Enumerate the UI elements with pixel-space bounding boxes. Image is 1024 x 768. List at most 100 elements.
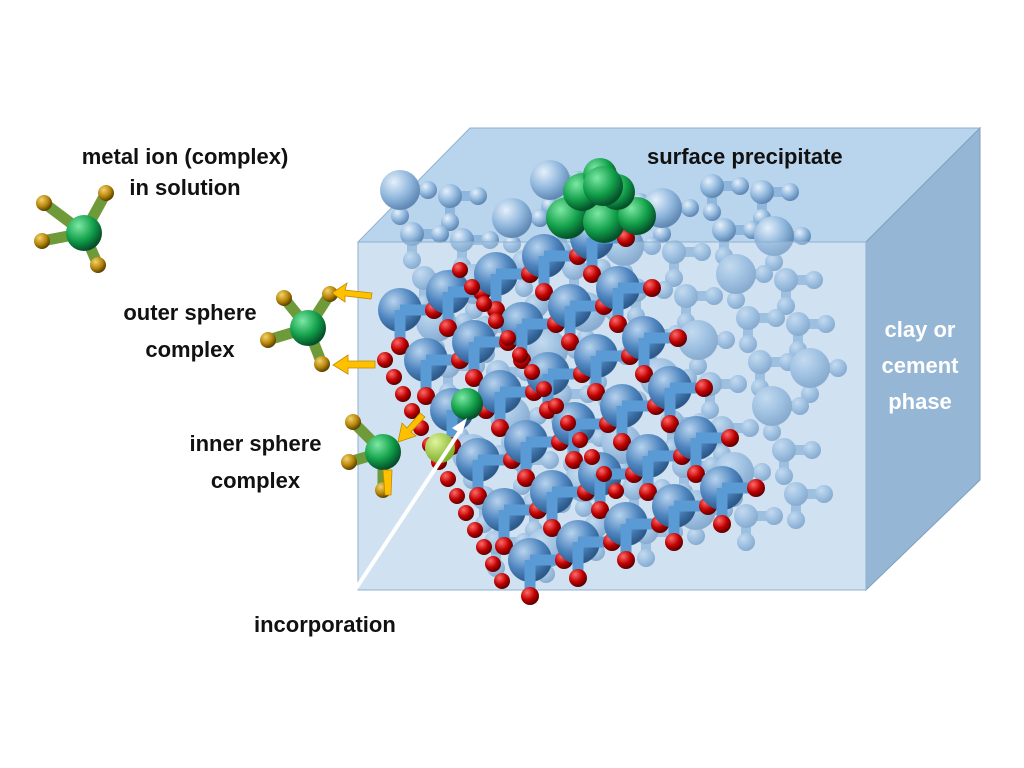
label-line: phase [888,389,952,414]
precipitate-atom [583,201,625,243]
oxygen-atom [643,279,661,297]
oxygen-atom [536,381,552,397]
oxygen-atom [440,471,456,487]
oxygen-atom [531,209,549,227]
oxygen-atom [535,283,553,301]
inner-sphere-arrow-1 [397,412,426,443]
oxygen-atom [703,203,721,221]
oxygen-atom [713,515,731,533]
incorporation-label: incorporation [254,612,396,637]
oxygen-atom [476,296,492,312]
ligand-atom [34,233,50,249]
ligand-atom [322,286,338,302]
ligand-atom [341,454,357,470]
oxygen-atom [584,449,600,465]
oxygen-atom [665,533,683,551]
ligand-atom [36,195,52,211]
phase-label: clay or cement phase [860,312,980,420]
incorporated-metal-atom [451,388,483,420]
oxygen-atom [653,225,671,243]
lattice-atom [492,198,532,238]
label-line: inner sphere [189,431,322,456]
metal-ion-atom [290,310,326,346]
oxygen-atom [608,483,624,499]
label-line: complex [210,468,301,493]
oxygen-atom [431,225,449,243]
oxygen-atom [793,227,811,245]
lattice-atom [380,170,420,210]
oxygen-atom [512,347,528,363]
metal-ion-atom [365,434,401,470]
oxygen-atom [572,432,588,448]
lattice-atom [750,180,774,204]
oxygen-atom [517,469,535,487]
oxygen-atom [377,352,393,368]
lattice-atom [400,222,424,246]
surface-precipitate-cluster [546,158,656,243]
precipitate-atom [583,166,623,206]
lattice-atom [438,184,462,208]
oxygen-atom [639,483,657,501]
oxygen-atom [476,539,492,555]
label-line: cement [881,353,959,378]
oxygen-atom [467,522,483,538]
oxygen-atom [441,213,459,231]
oxygen-atom [469,187,487,205]
oxygen-atom [391,337,409,355]
oxygen-atom [465,369,483,387]
metal-ion-label: metal ion (complex) in solution [60,141,310,203]
oxygen-atom [747,479,765,497]
inner-sphere-label: inner sphere complex [168,428,343,496]
oxygen-atom [417,387,435,405]
oxygen-atom [524,364,540,380]
inner-sphere-binding-site [425,433,455,463]
oxygen-atom [569,569,587,587]
oxygen-atom [386,369,402,385]
oxygen-atom [583,265,601,283]
oxygen-atom [485,556,501,572]
oxygen-atom [521,587,539,605]
oxygen-atom [560,415,576,431]
oxygen-atom [439,319,457,337]
lattice-atom [530,160,570,200]
label-line: metal ion (complex) [81,144,289,169]
label-line: outer sphere [123,300,257,325]
oxygen-atom [721,429,739,447]
label-line: in solution [129,175,241,200]
oxygen-atom [565,451,583,469]
outer-sphere-arrow-2 [332,354,376,375]
inner-sphere-arrow-2 [382,469,393,496]
surface-precipitate-label: surface precipitate [647,144,843,169]
oxygen-atom [491,419,509,437]
incorporation-arrow [353,426,464,592]
oxygen-atom [617,551,635,569]
oxygen-atom [419,181,437,199]
oxygen-atom [391,207,409,225]
inner-sphere-complex [341,414,401,498]
ligand-atom [345,414,361,430]
oxygen-atom [404,403,420,419]
oxygen-atom [613,433,631,451]
oxygen-atom [669,329,687,347]
oxygen-atom [494,573,510,589]
surface-oxygen-lattice [377,216,765,605]
oxygen-atom [661,415,679,433]
oxygen-atom [458,505,474,521]
oxygen-atom [488,313,504,329]
oxygen-atom [587,383,605,401]
lattice-atom [712,218,736,242]
metal-ion-atom [66,215,102,251]
oxygen-atom [464,279,480,295]
metal-complexes [34,158,656,498]
oxygen-atom [695,379,713,397]
oxygen-atom [469,487,487,505]
ligand-atom [98,185,114,201]
oxygen-atom [687,465,705,483]
oxygen-atom [395,386,411,402]
ligand-atom [314,356,330,372]
incorporation-arrowhead [452,418,467,434]
label-line: complex [145,337,235,362]
outer-sphere-complex [260,286,338,372]
oxygen-atom [561,333,579,351]
